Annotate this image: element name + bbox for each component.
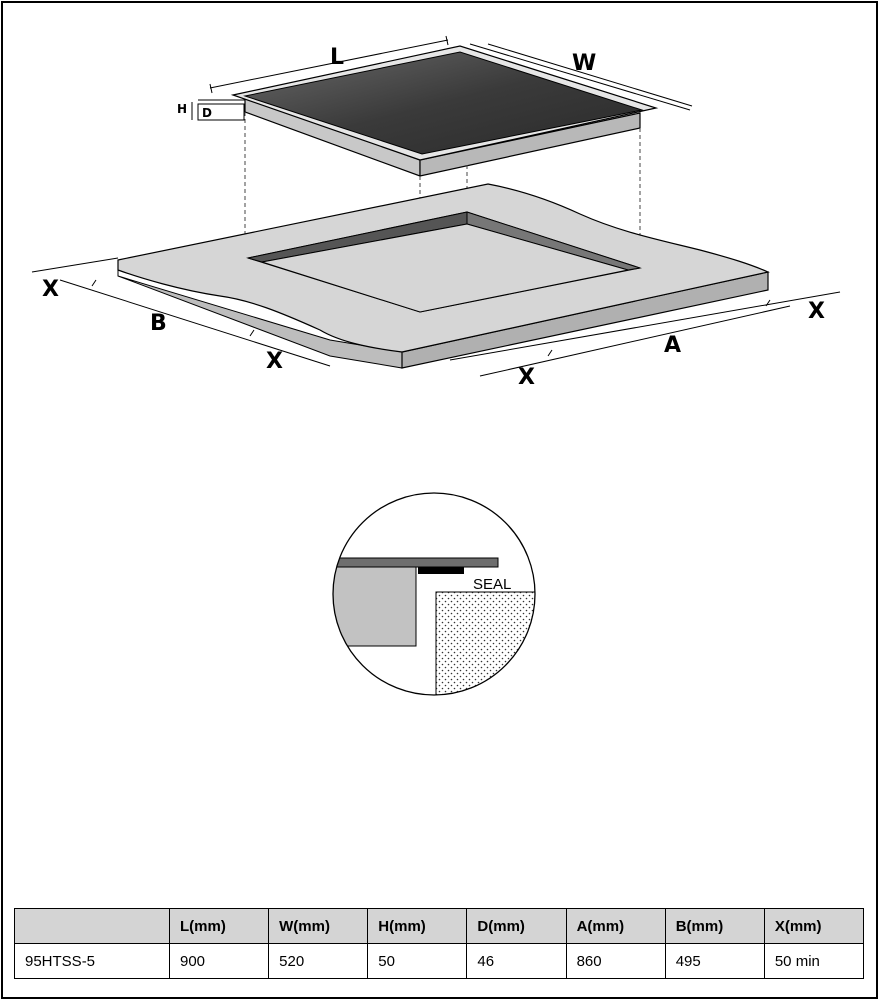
dim-label-h: H <box>177 102 187 116</box>
table-cell-model: 95HTSS-5 <box>14 943 170 979</box>
dimensions-table: L(mm) W(mm) H(mm) D(mm) A(mm) B(mm) X(mm… <box>14 908 865 979</box>
dim-label-x-left-bottom: X <box>266 349 283 374</box>
dimension-labels: L W H D X B X X A X <box>42 45 825 390</box>
table-header-row: L(mm) W(mm) H(mm) D(mm) A(mm) B(mm) X(mm… <box>14 908 865 944</box>
seal-label: SEAL <box>473 576 511 593</box>
hob-dimension-lines <box>191 35 693 121</box>
table-cell-a: 860 <box>565 943 666 979</box>
dim-label-b: B <box>150 311 167 336</box>
dim-label-x-left-top: X <box>42 277 59 302</box>
hob-unit <box>230 45 659 177</box>
table-cell-d: 46 <box>466 943 567 979</box>
table-cell-h: 50 <box>367 943 468 979</box>
dim-label-d: D <box>202 106 212 120</box>
countertop-dimension-lines <box>31 257 841 377</box>
dim-label-w: W <box>572 51 596 76</box>
dim-label-x-right-top: X <box>808 299 825 324</box>
countertop <box>117 183 770 369</box>
dim-label-a: A <box>664 333 681 358</box>
table-header-b: B(mm) <box>664 908 765 944</box>
table-header-a: A(mm) <box>565 908 666 944</box>
dim-label-l: L <box>330 45 344 70</box>
table-header-w: W(mm) <box>268 908 369 944</box>
table-header-x: X(mm) <box>763 908 865 944</box>
table-row: 95HTSS-5 900 520 50 46 860 495 50 min <box>14 943 865 979</box>
table-header-model <box>14 908 170 944</box>
table-cell-w: 520 <box>268 943 369 979</box>
table-header-d: D(mm) <box>466 908 567 944</box>
table-cell-l: 900 <box>168 943 270 979</box>
seal-detail: SEAL <box>332 492 536 696</box>
table-header-l: L(mm) <box>168 908 270 944</box>
table-cell-b: 495 <box>664 943 765 979</box>
table-cell-x: 50 min <box>763 943 865 979</box>
dim-label-x-right-bottom: X <box>518 365 535 390</box>
table-header-h: H(mm) <box>367 908 468 944</box>
